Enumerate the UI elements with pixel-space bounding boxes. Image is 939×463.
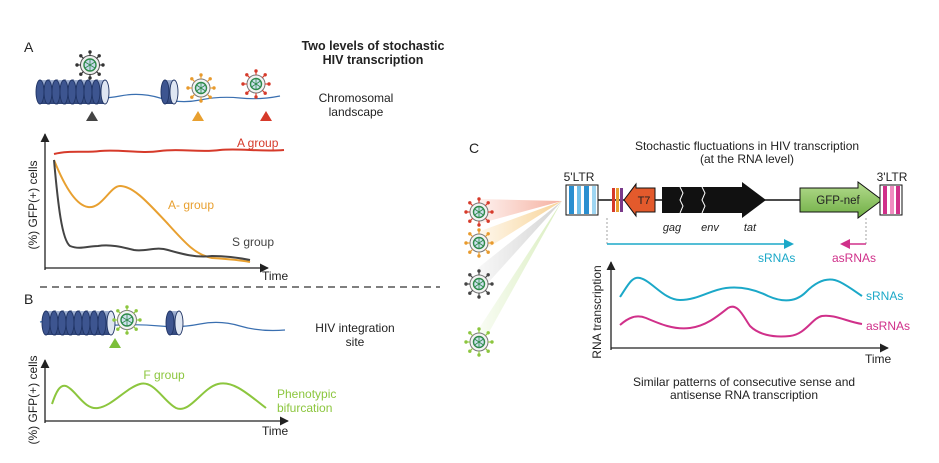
ltr5-box: [565, 184, 599, 216]
curve-f-group: [51, 382, 267, 410]
virus-icon-red: [241, 69, 271, 99]
virus-icon-green: [112, 305, 142, 335]
fan-virus-green: [464, 327, 494, 357]
gfp-nef-arrow: [799, 181, 883, 219]
gag-env-tat-block: [662, 182, 766, 218]
curve-srnas: [619, 276, 863, 302]
integration-marker-red: [260, 111, 272, 121]
panel-c-plot: RNA transcription Time sRNAs asRNAs: [590, 261, 910, 366]
hiv-construct: 5'LTR 3'LTR T7 gag env tat GFP-nef: [564, 170, 908, 265]
panel-c-x-label: Time: [865, 352, 892, 366]
curve-a-minus-group: [53, 159, 251, 263]
panel-a-letter: A: [24, 39, 34, 55]
figure-title-line2: HIV transcription: [323, 53, 424, 67]
phenotypic-label-line2: bifurcation: [277, 401, 332, 415]
integration-marker-green: [109, 338, 121, 348]
gfp-nef-label: GFP-nef: [816, 195, 860, 207]
phenotypic-label-line1: Phenotypic: [277, 387, 336, 401]
asrnas-transcript-label: asRNAs: [832, 251, 876, 265]
curve-s-group: [53, 159, 251, 261]
fan-virus-red: [464, 197, 494, 227]
fan-red: [478, 199, 562, 224]
landscape-label-line2: landscape: [329, 105, 384, 119]
virus-icon-orange: [186, 73, 216, 103]
landscape-label-line1: Chromosomal: [319, 91, 394, 105]
stripe-purple: [620, 188, 623, 212]
nucleosome-cylinder: [91, 79, 110, 105]
panel-b-y-label: (%) GFP(+) cells: [26, 355, 40, 444]
panel-b-chromosome: [39, 305, 286, 348]
fan-virus-gray: [464, 269, 494, 299]
tat-label: tat: [744, 222, 757, 234]
panel-a-plot: (%) GFP(+) cells Time A group A- group S…: [26, 133, 289, 283]
integration-site-line1: HIV integration: [315, 321, 394, 335]
stripe-orange: [616, 188, 619, 212]
curve-a-group: [53, 148, 285, 155]
panel-c-title-line1: Stochastic fluctuations in HIV transcrip…: [635, 139, 859, 153]
t7-arrow: [623, 182, 656, 218]
label-f-group: F group: [143, 368, 185, 382]
ltr3-box: [879, 184, 903, 216]
integration-marker-orange: [192, 111, 204, 121]
panel-c-letter: C: [469, 140, 479, 156]
panel-a-y-label: (%) GFP(+) cells: [26, 160, 40, 249]
integration-marker-black: [86, 111, 98, 121]
fan-green: [478, 201, 562, 352]
t7-label: T7: [638, 195, 651, 207]
ltr3-label: 3'LTR: [877, 170, 908, 184]
panel-b-letter: B: [24, 291, 33, 307]
panel-b-x-label: Time: [262, 424, 289, 438]
fan-virus-orange: [464, 228, 494, 258]
panel-a-chromosome: [35, 50, 281, 121]
env-label: env: [701, 222, 720, 234]
nucleosome-cylinder: [97, 310, 116, 336]
panel-b-plot: (%) GFP(+) cells Time F group Phenotypic…: [26, 355, 336, 444]
curve-asrnas: [619, 305, 863, 338]
virus-icon-black: [75, 50, 105, 80]
panel-c-y-label: RNA transcription: [590, 265, 604, 358]
label-a-group: A group: [237, 136, 279, 150]
srnas-transcript-label: sRNAs: [758, 251, 795, 265]
label-a-minus-group: A- group: [168, 198, 214, 212]
label-s-group: S group: [232, 235, 274, 249]
panel-c-title-line2: (at the RNA level): [700, 152, 794, 166]
nucleosome-cylinder: [165, 310, 184, 336]
panel-c-caption-line1: Similar patterns of consecutive sense an…: [633, 375, 855, 389]
fan-gray: [478, 201, 562, 294]
stripe-red: [612, 188, 615, 212]
figure-title-line1: Two levels of stochastic: [302, 39, 445, 53]
gag-label: gag: [663, 222, 682, 234]
asrnas-curve-label: asRNAs: [866, 319, 910, 333]
panel-c-caption-line2: antisense RNA transcription: [670, 388, 818, 402]
integration-site-line2: site: [346, 335, 365, 349]
ltr5-label: 5'LTR: [564, 170, 595, 184]
nucleosome-cylinder: [160, 79, 179, 105]
srnas-curve-label: sRNAs: [866, 289, 903, 303]
fan-orange: [478, 201, 562, 254]
virus-fan: [464, 197, 562, 357]
panel-a-x-label: Time: [262, 269, 289, 283]
